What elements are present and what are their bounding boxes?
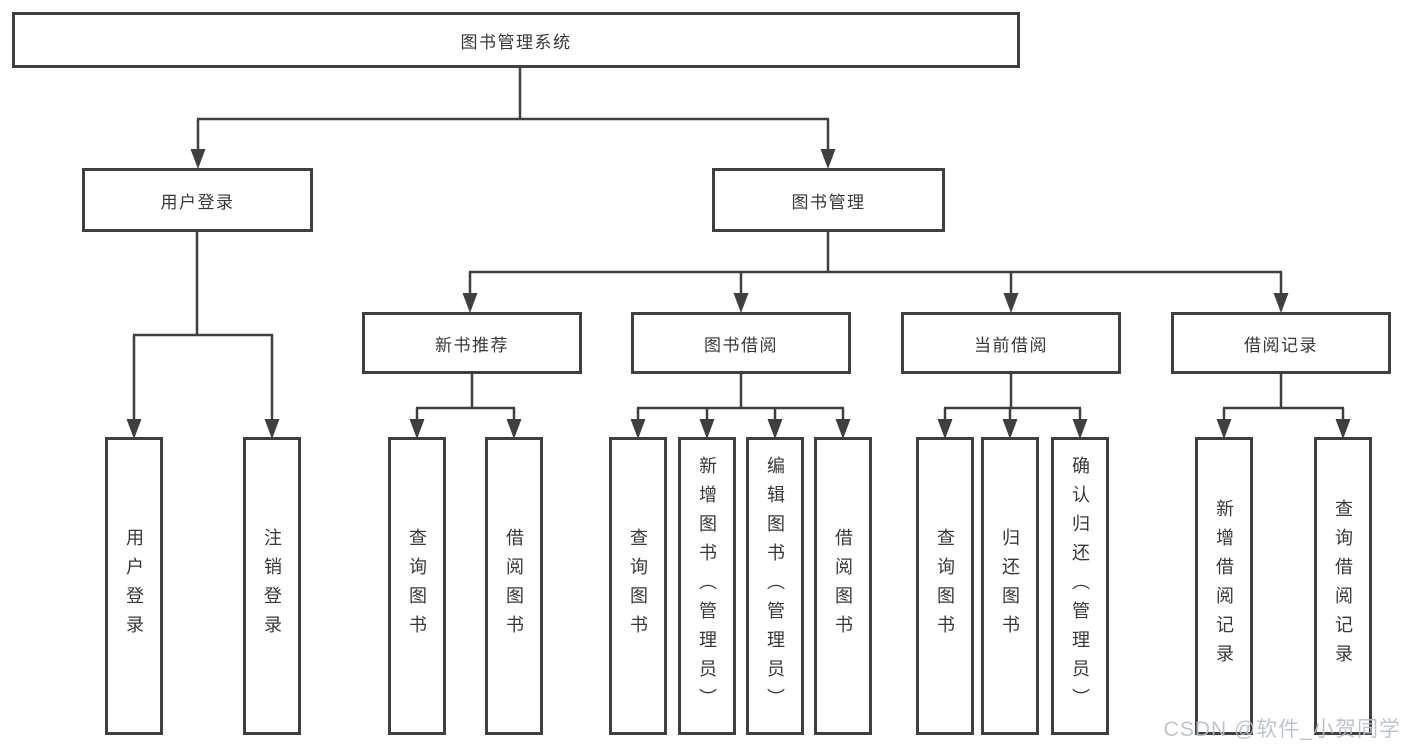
leaf-query-books-recommend-label: 查询图书 bbox=[407, 528, 427, 644]
leaf-return-book-label: 归还图书 bbox=[1000, 528, 1020, 644]
csdn-watermark: CSDN @软件_小贺同学 bbox=[1163, 718, 1401, 741]
leaf-query-books-current: 查询图书 bbox=[916, 437, 974, 735]
leaf-user-login: 用户登录 bbox=[105, 437, 163, 735]
leaf-edit-book-admin-label: 编辑图书（管理员） bbox=[765, 455, 785, 717]
leaf-edit-book-admin: 编辑图书（管理员） bbox=[746, 437, 804, 735]
leaf-confirm-return-admin: 确认归还（管理员） bbox=[1051, 437, 1109, 735]
leaf-borrow-books-label: 借阅图书 bbox=[833, 528, 853, 644]
leaf-query-books-borrow: 查询图书 bbox=[609, 437, 667, 735]
leaf-add-borrow-record-label: 新增借阅记录 bbox=[1214, 499, 1234, 673]
leaf-borrow-books: 借阅图书 bbox=[814, 437, 872, 735]
leaf-add-book-admin: 新增图书（管理员） bbox=[678, 437, 736, 735]
node-library-system-label: 图书管理系统 bbox=[460, 32, 572, 52]
node-user-login: 用户登录 bbox=[82, 168, 313, 232]
node-user-login-label: 用户登录 bbox=[160, 192, 235, 212]
leaf-query-borrow-record-label: 查询借阅记录 bbox=[1333, 499, 1353, 673]
leaf-query-books-recommend: 查询图书 bbox=[388, 437, 446, 735]
node-book-borrowing-label: 图书借阅 bbox=[704, 335, 778, 355]
node-current-borrowing: 当前借阅 bbox=[901, 312, 1121, 374]
leaf-borrow-books-recommend-label: 借阅图书 bbox=[504, 528, 524, 644]
arrowheads bbox=[126, 149, 1351, 439]
leaf-borrow-books-recommend: 借阅图书 bbox=[485, 437, 543, 735]
leaf-return-book: 归还图书 bbox=[981, 437, 1039, 735]
node-borrowing-records-label: 借阅记录 bbox=[1244, 335, 1318, 355]
leaf-confirm-return-admin-label: 确认归还（管理员） bbox=[1070, 455, 1090, 717]
leaf-logout-label: 注销登录 bbox=[262, 528, 282, 644]
node-new-book-recommend-label: 新书推荐 bbox=[435, 335, 509, 355]
leaf-user-login-label: 用户登录 bbox=[124, 528, 144, 644]
node-book-management-label: 图书管理 bbox=[791, 192, 866, 212]
node-current-borrowing-label: 当前借阅 bbox=[974, 335, 1048, 355]
node-book-management: 图书管理 bbox=[712, 168, 945, 232]
leaf-query-books-borrow-label: 查询图书 bbox=[628, 528, 648, 644]
leaf-add-borrow-record: 新增借阅记录 bbox=[1195, 437, 1253, 735]
node-book-borrowing: 图书借阅 bbox=[631, 312, 851, 374]
leaf-add-book-admin-label: 新增图书（管理员） bbox=[697, 455, 717, 717]
node-new-book-recommend: 新书推荐 bbox=[362, 312, 582, 374]
leaf-query-books-current-label: 查询图书 bbox=[935, 528, 955, 644]
leaf-logout: 注销登录 bbox=[243, 437, 301, 735]
leaf-query-borrow-record: 查询借阅记录 bbox=[1314, 437, 1372, 735]
node-library-system: 图书管理系统 bbox=[12, 12, 1020, 68]
node-borrowing-records: 借阅记录 bbox=[1171, 312, 1391, 374]
